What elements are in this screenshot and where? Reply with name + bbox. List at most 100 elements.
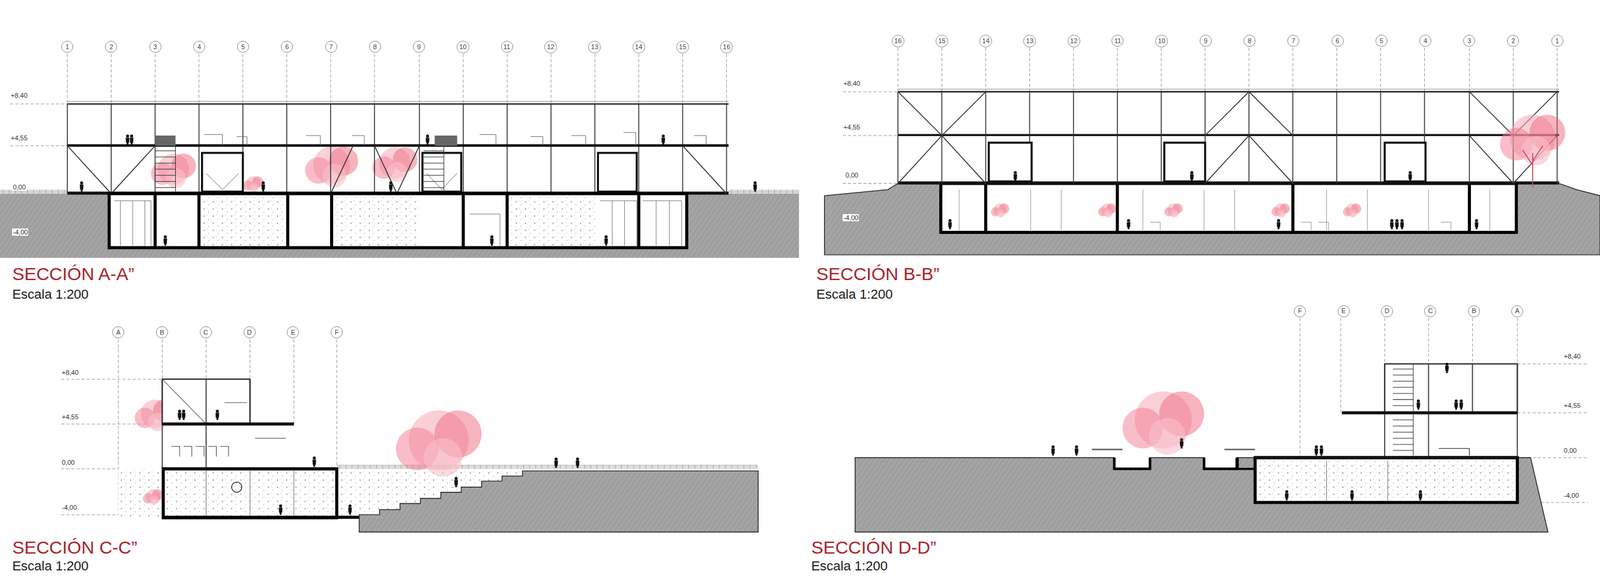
grid-bubble: B — [156, 326, 169, 339]
grid-number: 1 — [65, 43, 70, 51]
level-mark: 0,00 — [1563, 447, 1578, 455]
grid-bubble: 14 — [979, 34, 993, 48]
grid-bubble: 8 — [1243, 34, 1256, 47]
level-mark: -4,00 — [1563, 492, 1580, 500]
grid-number: 4 — [1423, 37, 1428, 45]
grid-bubble: 5 — [1375, 34, 1388, 47]
level-mark: -4,00 — [12, 228, 29, 236]
level-mark: +8,40 — [842, 79, 861, 88]
grid-number: 3 — [1467, 37, 1471, 45]
grid-bubble: 6 — [280, 40, 293, 53]
grid-bubble: 15 — [935, 34, 949, 48]
scale-note: Escala 1:200 — [12, 559, 89, 574]
level-mark: +8,40 — [61, 369, 80, 377]
section-title: SECCIÓN B-B” — [816, 264, 940, 284]
grid-number: 10 — [1157, 37, 1165, 45]
grid-bubble: 5 — [237, 40, 250, 53]
grid-bubble: A — [1511, 305, 1524, 318]
scale-note: Escala 1:200 — [816, 287, 893, 302]
grid-number: 8 — [373, 43, 377, 51]
grid-number: 10 — [459, 43, 467, 51]
grid-bubble: A — [112, 326, 125, 339]
reference-lines — [10, 48, 1588, 515]
grid-bubble: 13 — [1023, 34, 1036, 48]
grid-bubble: 11 — [1111, 34, 1124, 47]
grid-number: 16 — [723, 43, 731, 51]
grid-number: C — [203, 329, 209, 337]
grid-bubble: 6 — [1331, 34, 1344, 47]
grid-number: E — [291, 329, 296, 337]
grid-bubble: 9 — [1199, 34, 1212, 47]
section-title: SECCIÓN D-D” — [811, 537, 937, 558]
grid-number: F — [1298, 307, 1303, 315]
grid-bubble: 9 — [412, 40, 425, 53]
grid-bubble: 1 — [61, 40, 74, 53]
grid-number: 12 — [1070, 37, 1078, 45]
grid-bubble: F — [330, 326, 343, 339]
grid-number: 2 — [109, 43, 113, 51]
grid-bubble: C — [199, 326, 212, 339]
section-c-drawing — [118, 379, 758, 533]
grid-number: 1 — [1555, 37, 1560, 45]
level-mark: +4,55 — [10, 134, 29, 142]
grid-number: 4 — [197, 43, 202, 51]
grid-bubble: 16 — [891, 34, 905, 48]
grid-number: 7 — [329, 43, 334, 51]
grid-bubble: 12 — [1067, 34, 1081, 48]
grid-bubble: D — [243, 326, 256, 339]
grid-bubble: 4 — [193, 40, 206, 53]
grid-number: D — [1384, 307, 1390, 315]
grid-bubble: 8 — [369, 40, 382, 53]
section-b-drawing — [824, 89, 1600, 256]
grid-bubble: 7 — [1287, 34, 1300, 47]
level-mark: 0,00 — [12, 183, 26, 191]
grid-bubble: 1 — [1551, 34, 1564, 47]
grid-bubble: 4 — [1419, 34, 1432, 47]
grid-number: 5 — [241, 43, 245, 51]
grid-number: 11 — [1114, 37, 1122, 45]
grid-number: 15 — [678, 43, 686, 51]
grid-bubble: 7 — [325, 40, 338, 53]
level-mark: 0,00 — [845, 171, 859, 179]
grid-number: B — [1471, 307, 1476, 315]
grid-number: 3 — [153, 43, 158, 51]
grid-bubble: 11 — [501, 40, 514, 53]
grid-bubble: 14 — [632, 40, 646, 54]
grid-bubble: D — [1380, 305, 1393, 318]
grid-number: 7 — [1291, 37, 1296, 45]
grid-bubble: 15 — [676, 40, 689, 54]
grid-bubble: 13 — [588, 40, 601, 54]
grid-number: C — [1427, 307, 1433, 315]
level-mark: 0,00 — [61, 459, 76, 467]
level-mark: +4,55 — [1563, 402, 1582, 410]
grid-number: 13 — [1026, 37, 1034, 45]
grid-number: 15 — [938, 37, 946, 45]
level-mark: +8,40 — [10, 91, 29, 100]
grid-number: 9 — [417, 43, 421, 51]
grid-number: 9 — [1203, 37, 1208, 45]
grid-bubble: 16 — [720, 40, 733, 54]
grid-bubble: 3 — [1463, 34, 1476, 47]
grid-number: E — [1341, 307, 1346, 315]
grid-bubble: E — [1337, 305, 1350, 318]
section-d-drawing — [855, 363, 1548, 533]
scale-note: Escala 1:200 — [12, 287, 89, 302]
grid-number: 14 — [634, 43, 643, 51]
grid-number: 13 — [591, 43, 599, 51]
grid-number: 2 — [1511, 37, 1515, 45]
grid-number: 5 — [1379, 37, 1384, 45]
grid-bubble: 10 — [456, 40, 470, 54]
grid-number: F — [334, 329, 340, 337]
level-mark: +4,55 — [842, 123, 861, 131]
section-title: SECCIÓN A-A” — [12, 264, 134, 284]
grid-number: 16 — [894, 37, 902, 45]
section-a-drawing — [0, 101, 799, 259]
grid-number: A — [1515, 307, 1520, 315]
grid-number: 11 — [503, 43, 511, 51]
grid-number: 14 — [982, 37, 990, 45]
scale-note: Escala 1:200 — [811, 559, 888, 574]
grid-number: B — [159, 329, 164, 337]
grid-bubble: 10 — [1155, 34, 1168, 48]
